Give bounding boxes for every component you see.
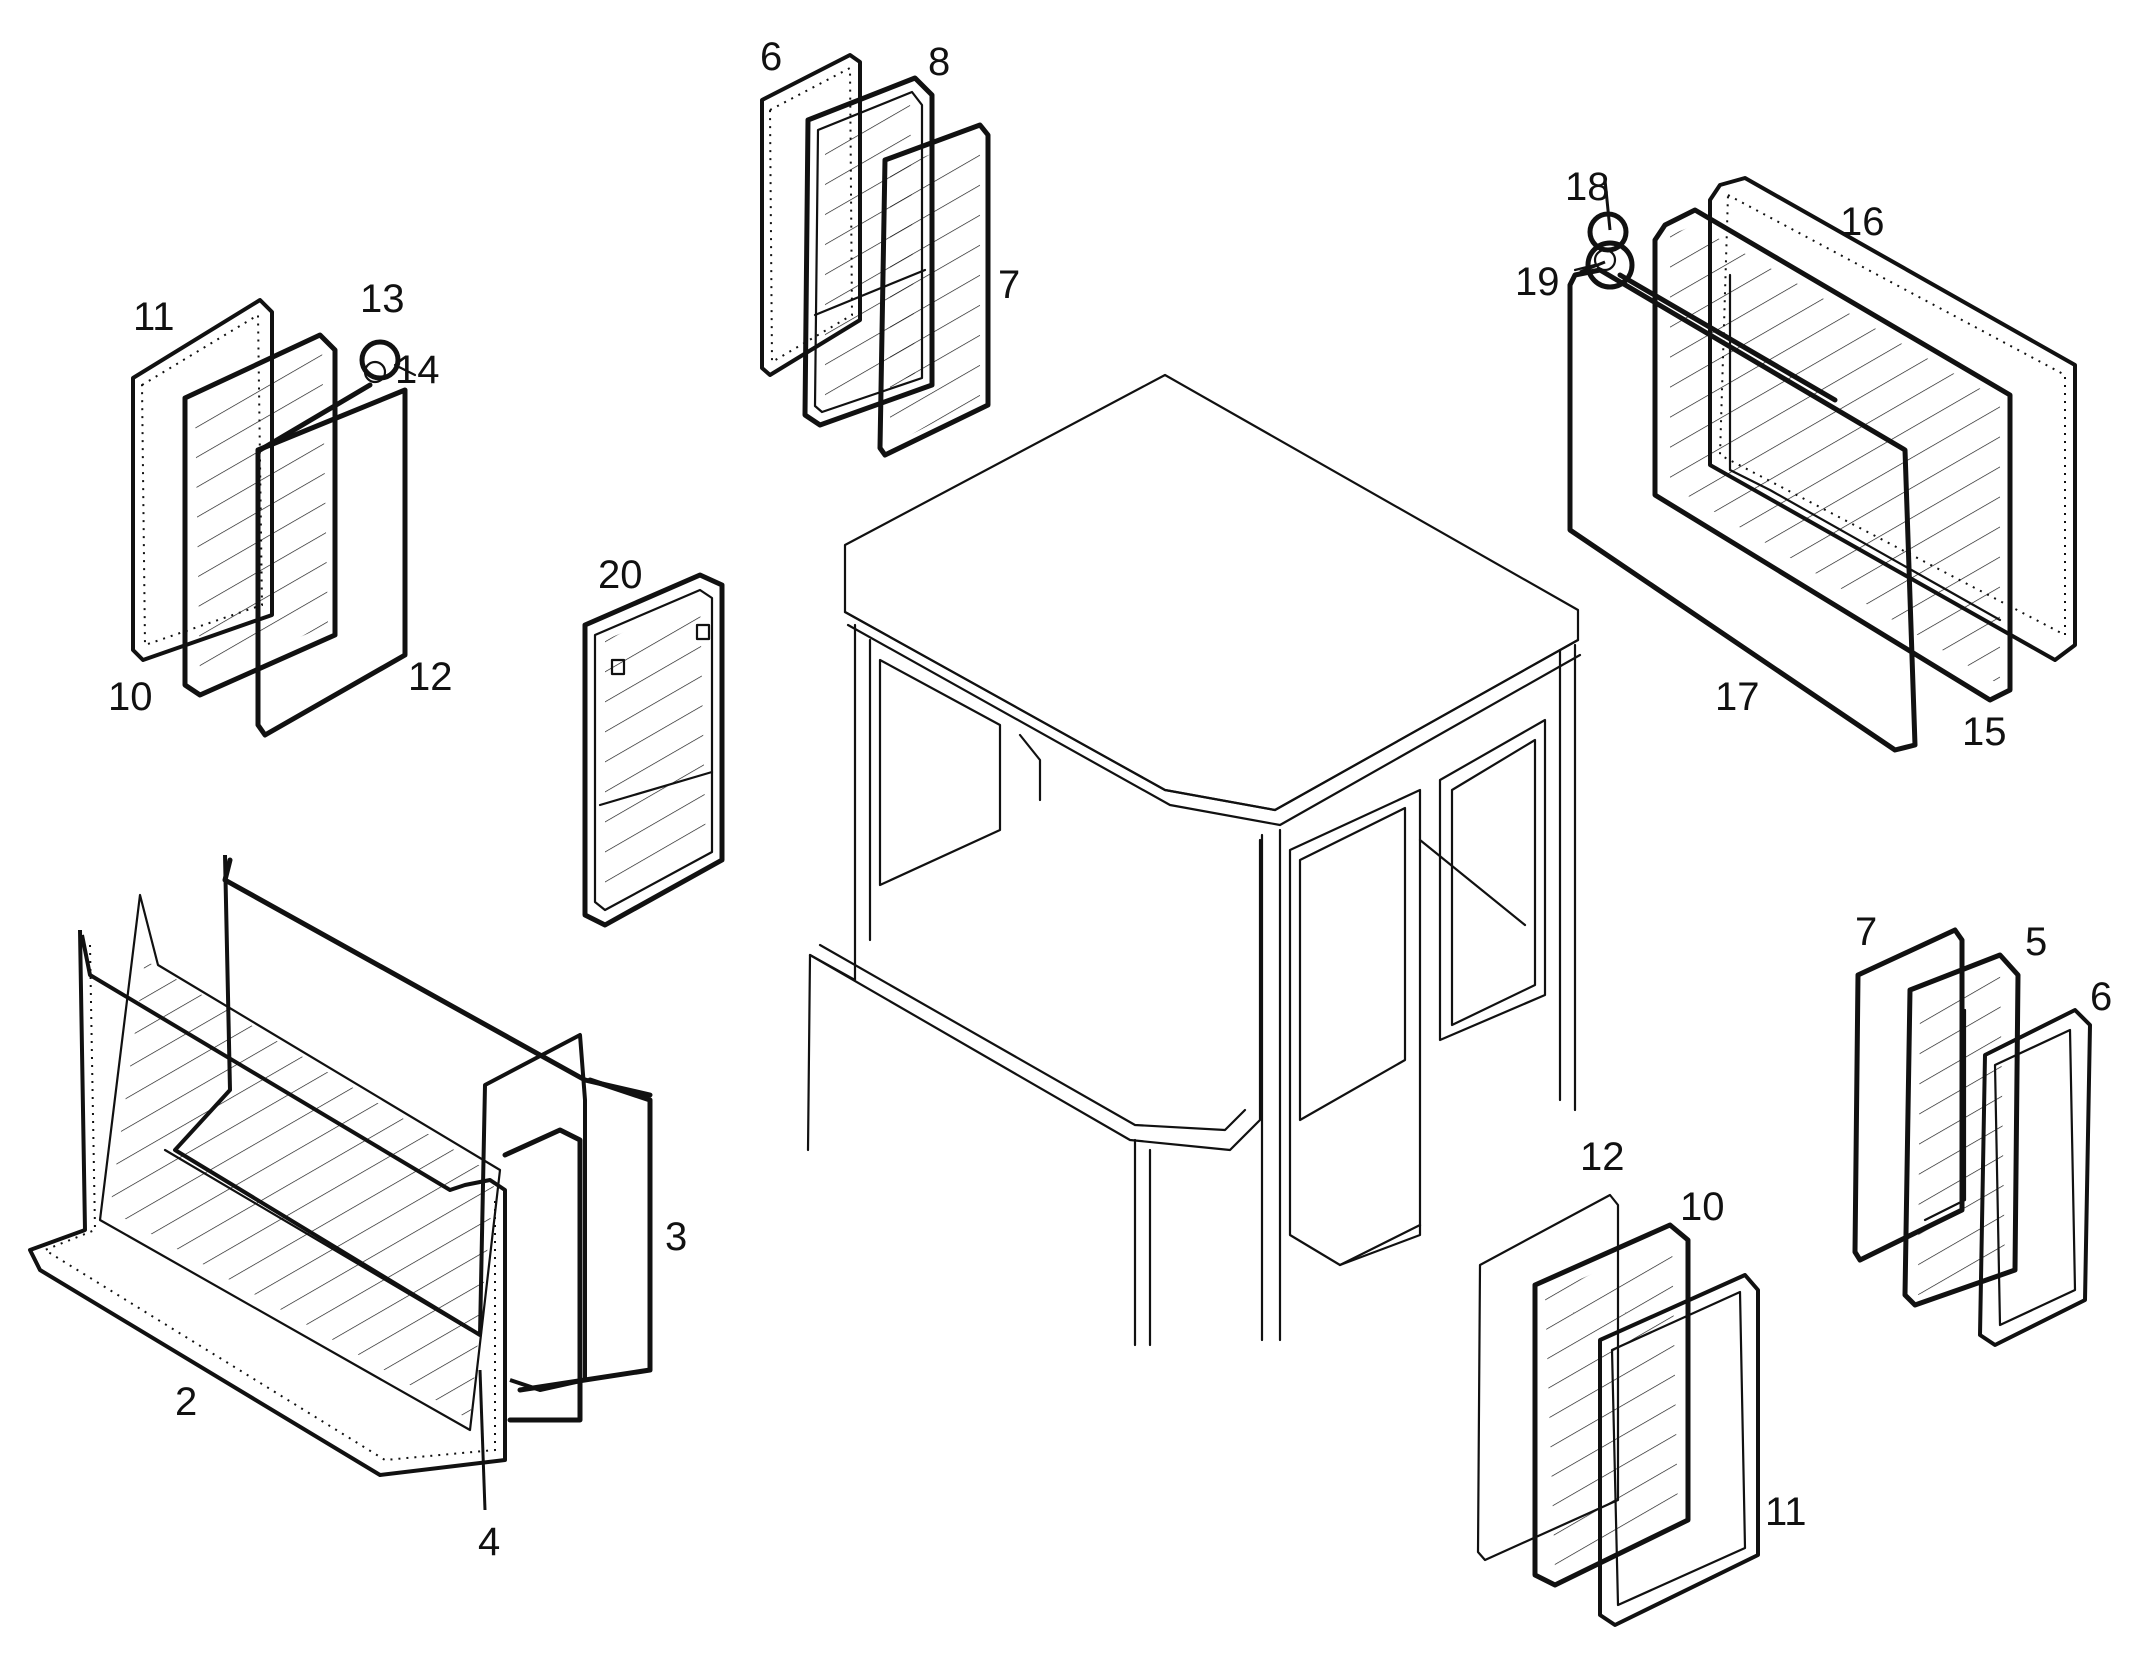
- callout-10-lower: 10: [1680, 1185, 1725, 1229]
- callout-18: 18: [1565, 165, 1610, 209]
- callout-7-right: 7: [1855, 910, 1877, 954]
- callout-labels: 2 3 4 5 6 6 7 7 8 10 10 11 11 12 12 13 1…: [108, 35, 2112, 1564]
- callout-6-top: 6: [760, 35, 782, 79]
- callout-3: 3: [665, 1215, 687, 1259]
- callout-8: 8: [928, 40, 950, 84]
- front-screen-assembly: [28, 854, 653, 1477]
- callout-7-top: 7: [998, 263, 1020, 307]
- callout-10-left: 10: [108, 675, 153, 719]
- callout-19: 19: [1515, 260, 1560, 304]
- door-20: [582, 572, 725, 928]
- callout-4: 4: [478, 1520, 500, 1564]
- callout-5: 5: [2025, 920, 2047, 964]
- top-door-panels: [760, 53, 991, 458]
- right-rear-window: [1567, 176, 2077, 753]
- callout-11-left: 11: [133, 295, 175, 339]
- callout-12-lower: 12: [1580, 1135, 1625, 1179]
- right-small-window: [1852, 927, 2092, 1347]
- callout-15: 15: [1962, 710, 2007, 754]
- leader-lines: [478, 179, 1612, 1511]
- callout-12-left: 12: [408, 655, 453, 699]
- callout-17: 17: [1715, 675, 1760, 719]
- callout-20: 20: [598, 553, 643, 597]
- callout-11-lower: 11: [1765, 1490, 1807, 1534]
- left-rear-window: [131, 298, 417, 738]
- callout-2: 2: [175, 1380, 197, 1424]
- callout-13: 13: [360, 277, 405, 321]
- lower-center-window: [1476, 1193, 1760, 1627]
- callout-14: 14: [395, 348, 440, 392]
- cab-body: [806, 373, 1582, 1347]
- callout-6-right: 6: [2090, 975, 2112, 1019]
- callout-16: 16: [1840, 200, 1885, 244]
